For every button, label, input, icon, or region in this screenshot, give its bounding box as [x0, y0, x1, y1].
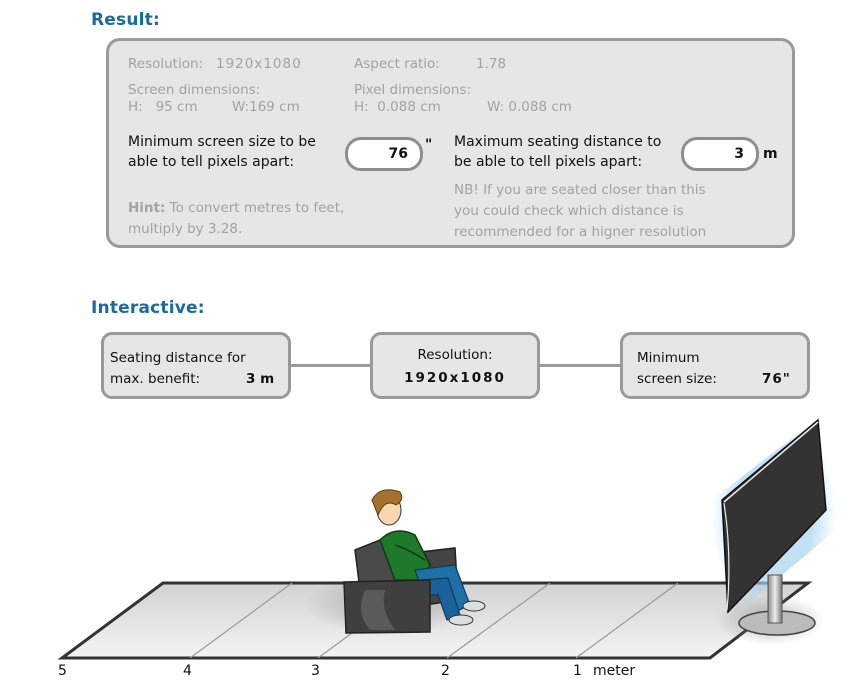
meter-unit: m [763, 146, 778, 162]
connector-line-right [538, 364, 623, 367]
seating-distance-label-line2: max. benefit: [110, 371, 201, 387]
pixel-dimensions-label: Pixel dimensions: [354, 82, 472, 98]
screen-dimensions-label: Screen dimensions: [128, 82, 261, 98]
ruler-label-2: 2 [441, 663, 450, 679]
min-screen-size-label-line2: able to tell pixels apart: [128, 154, 295, 170]
connector-line-left [289, 364, 373, 367]
ruler-label-4: 4 [183, 663, 192, 679]
min-screen-size-box[interactable]: Minimum screen size: 76" [620, 332, 810, 399]
meter-line-4 [189, 582, 293, 659]
hint-text: To convert metres to feet, [165, 200, 345, 216]
ruler-unit-label: meter [593, 663, 636, 679]
resolution-label: Resolution: [128, 56, 204, 72]
resolution-value: 1920x1080 [216, 56, 302, 72]
tv-on-stand-illustration [712, 410, 836, 636]
nb-line3: recommended for a higner resolution [454, 224, 707, 240]
max-distance-field: 3 [681, 137, 759, 171]
inch-unit: " [425, 137, 433, 153]
min-screen-size-box-label-line1: Minimum [637, 350, 700, 366]
nb-line2: you could check which distance is [454, 203, 684, 219]
max-distance-label-line2: be able to tell pixels apart: [454, 154, 643, 170]
min-screen-size-field: 76 [345, 137, 423, 171]
interactive-heading: Interactive: [91, 298, 205, 318]
hint-line2: multiply by 3.28. [128, 221, 243, 237]
seating-distance-label-line1: Seating distance for [110, 350, 246, 366]
max-distance-label-line1: Maximum seating distance to [454, 134, 662, 150]
ruler-label-3: 3 [311, 663, 320, 679]
pixel-height-value: H: 0.088 cm [354, 99, 441, 115]
resolution-box-label: Resolution: [417, 347, 493, 363]
meter-line-1 [575, 582, 679, 659]
min-screen-size-label-line1: Minimum screen size to be [128, 134, 316, 150]
tv-screen [721, 418, 827, 614]
resolution-box[interactable]: Resolution: 1920x1080 [370, 332, 540, 399]
ruler-label-5: 5 [58, 663, 67, 679]
result-panel: Resolution: 1920x1080 Aspect ratio: 1.78… [106, 38, 795, 248]
seating-distance-value: 3 m [246, 371, 275, 387]
result-heading: Result: [91, 10, 160, 30]
room-scene [57, 410, 836, 660]
min-screen-size-box-label-line2: screen size: [637, 371, 717, 387]
hint-bold: Hint: [128, 200, 166, 216]
tv-stand-pole [767, 574, 783, 624]
pixel-width-value: W: 0.088 cm [487, 99, 572, 115]
aspect-ratio-label: Aspect ratio: [354, 56, 440, 72]
resolution-box-value: 1920x1080 [404, 370, 506, 386]
person-in-armchair-illustration [343, 489, 486, 634]
aspect-ratio-value: 1.78 [476, 56, 507, 72]
seating-distance-box[interactable]: Seating distance for max. benefit: 3 m [101, 332, 291, 399]
screen-height-value: H: 95 cm [128, 99, 198, 115]
nb-line1: NB! If you are seated closer than this [454, 182, 706, 198]
ruler-label-1: 1 [573, 663, 582, 679]
meter-line-2 [446, 582, 551, 659]
hint-line1: Hint: To convert metres to feet, [128, 200, 344, 216]
screen-width-value: W:169 cm [232, 99, 300, 115]
min-screen-size-box-value: 76" [762, 371, 791, 387]
